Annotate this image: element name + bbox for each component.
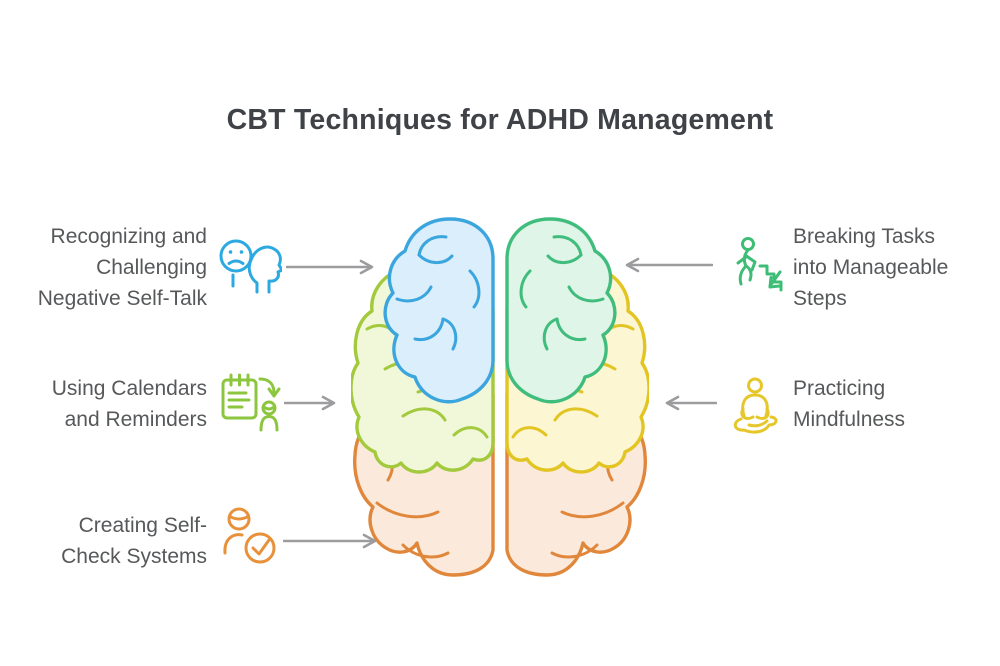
sad-face-head-icon <box>219 239 282 294</box>
meditation-icon <box>733 377 778 434</box>
arrow-right-1 <box>286 259 374 275</box>
steps-descend-icon <box>736 237 783 292</box>
arrow-left-2 <box>665 395 717 411</box>
label-calendars-reminders: Using Calendars and Reminders <box>51 377 207 431</box>
label-negative-self-talk: Recognizing and Challenging Negative Sel… <box>37 225 207 310</box>
person-check-icon <box>223 507 276 564</box>
label-practicing-mindfulness: Practicing Mindfulness <box>793 377 906 431</box>
arrow-left-1 <box>625 257 713 273</box>
calendar-reminder-icon <box>221 373 281 432</box>
label-self-check-systems: Creating Self- Check Systems <box>61 514 207 568</box>
arrow-right-3 <box>283 533 377 549</box>
page-title: CBT Techniques for ADHD Management <box>226 104 774 136</box>
arrow-right-2 <box>284 395 336 411</box>
label-breaking-tasks: Breaking Tasks into Manageable Steps <box>793 225 949 310</box>
brain-illustration <box>351 217 649 577</box>
